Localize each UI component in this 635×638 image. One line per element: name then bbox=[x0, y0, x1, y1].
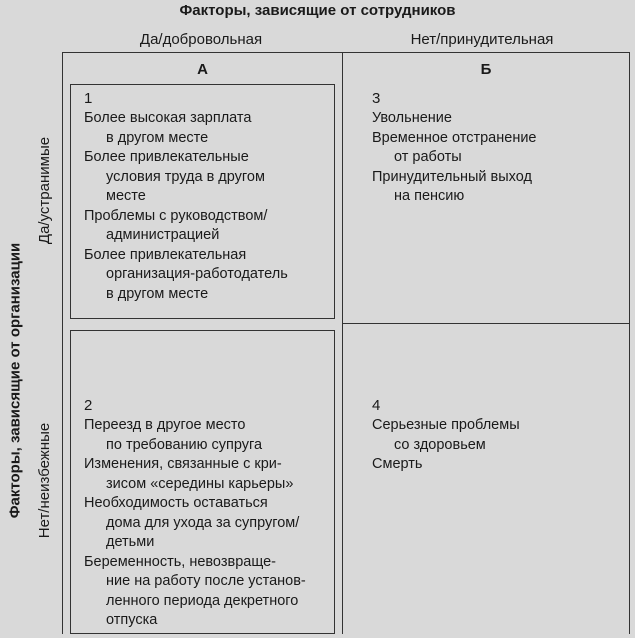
cell-3-list: Увольнение Временное отстранение от рабо… bbox=[372, 109, 620, 207]
frame-top-line bbox=[62, 52, 630, 53]
cell-2-line: зисом «середины карьеры» bbox=[106, 475, 294, 492]
cell-3-line: Принудительный выход bbox=[372, 168, 532, 185]
row-label-unavoidable-wrap: Нет/неизбежные bbox=[30, 330, 60, 630]
organization-factors-title-wrap: Факторы, зависящие от организации bbox=[2, 130, 28, 630]
cell-3-line: Увольнение bbox=[372, 110, 452, 126]
cell-1-line: условия труда в другом bbox=[106, 168, 265, 185]
cell-1-box bbox=[70, 84, 335, 319]
cell-2-list: Переезд в другое место по требованию суп… bbox=[84, 416, 332, 631]
cell-3-line: от работы bbox=[394, 149, 462, 165]
cell-1-line: Более привлекательные bbox=[84, 149, 249, 165]
cell-2: 2 Переезд в другое место по требованию с… bbox=[70, 330, 335, 634]
organization-factors-title: Факторы, зависящие от организации bbox=[6, 242, 24, 518]
cell-2-line: Беременность, невозвраще- bbox=[84, 553, 276, 570]
cell-2-line: дома для ухода за супругом/ bbox=[106, 514, 300, 531]
cell-2-line: ние на работу после установ- bbox=[106, 573, 306, 589]
cell-4-line: Серьезные проблемы bbox=[372, 417, 520, 433]
cell-2-line: по требованию супруга bbox=[106, 436, 263, 453]
frame-right-line bbox=[629, 52, 630, 634]
cell-1-line: в другом месте bbox=[106, 129, 209, 146]
cell-3: 3 Увольнение Временное отстранение от ра… bbox=[350, 84, 622, 319]
cell-4-line: Смерть bbox=[372, 456, 423, 472]
cell-4-list: Серьезные проблемы со здоровьем Смерть bbox=[372, 416, 620, 475]
column-header-voluntary: Да/добровольная bbox=[139, 31, 263, 48]
cell-2-line: детьми bbox=[106, 534, 155, 550]
cell-1-line: организация-работодатель bbox=[106, 266, 288, 282]
cell-4-line: со здоровьем bbox=[394, 436, 486, 453]
cell-1-line: Проблемы с руководством/ bbox=[84, 207, 268, 224]
cell-3-line: на пенсию bbox=[394, 188, 465, 204]
cell-3-line: Временное отстранение bbox=[372, 129, 537, 146]
cell-1-line: администрацией bbox=[106, 227, 220, 243]
column-header-involuntary: Нет/принудительная bbox=[410, 31, 554, 48]
frame-divider-vertical bbox=[342, 52, 343, 634]
cell-4-number: 4 bbox=[372, 397, 381, 414]
row-label-avoidable-wrap: Да/устранимые bbox=[30, 55, 60, 325]
cell-2-box bbox=[70, 330, 335, 634]
frame-divider-horizontal bbox=[342, 323, 630, 324]
employee-factors-title: Факторы, зависящие от сотрудников bbox=[179, 2, 456, 19]
cell-2-line: ленного периода декретного bbox=[106, 592, 299, 609]
frame-left-line bbox=[62, 52, 63, 634]
cell-1-line: месте bbox=[106, 188, 146, 204]
cell-2-line: Изменения, связанные с кри- bbox=[84, 456, 282, 472]
cell-4: 4 Серьезные проблемы со здоровьем Смерть bbox=[350, 330, 622, 630]
cell-2-line: отпуска bbox=[106, 612, 158, 628]
cell-1-line: Более высокая зарплата bbox=[84, 110, 252, 126]
cell-2-line: Переезд в другое место bbox=[84, 417, 246, 433]
row-label-unavoidable: Нет/неизбежные bbox=[36, 422, 54, 538]
quadrant-letter-b: Б bbox=[480, 61, 492, 78]
cell-1-number: 1 bbox=[84, 90, 93, 107]
cell-1-line: в другом месте bbox=[106, 285, 209, 302]
cell-1-line: Более привлекательная bbox=[84, 246, 247, 263]
cell-2-line: Необходимость оставаться bbox=[84, 495, 268, 511]
cell-1: 1 Более высокая зарплата в другом месте … bbox=[70, 84, 335, 319]
quadrant-letter-a: А bbox=[197, 61, 208, 78]
cell-2-number: 2 bbox=[84, 397, 93, 414]
row-label-avoidable: Да/устранимые bbox=[36, 136, 54, 244]
cell-1-list: Более высокая зарплата в другом месте Бо… bbox=[84, 109, 332, 304]
cell-3-number: 3 bbox=[372, 90, 381, 107]
